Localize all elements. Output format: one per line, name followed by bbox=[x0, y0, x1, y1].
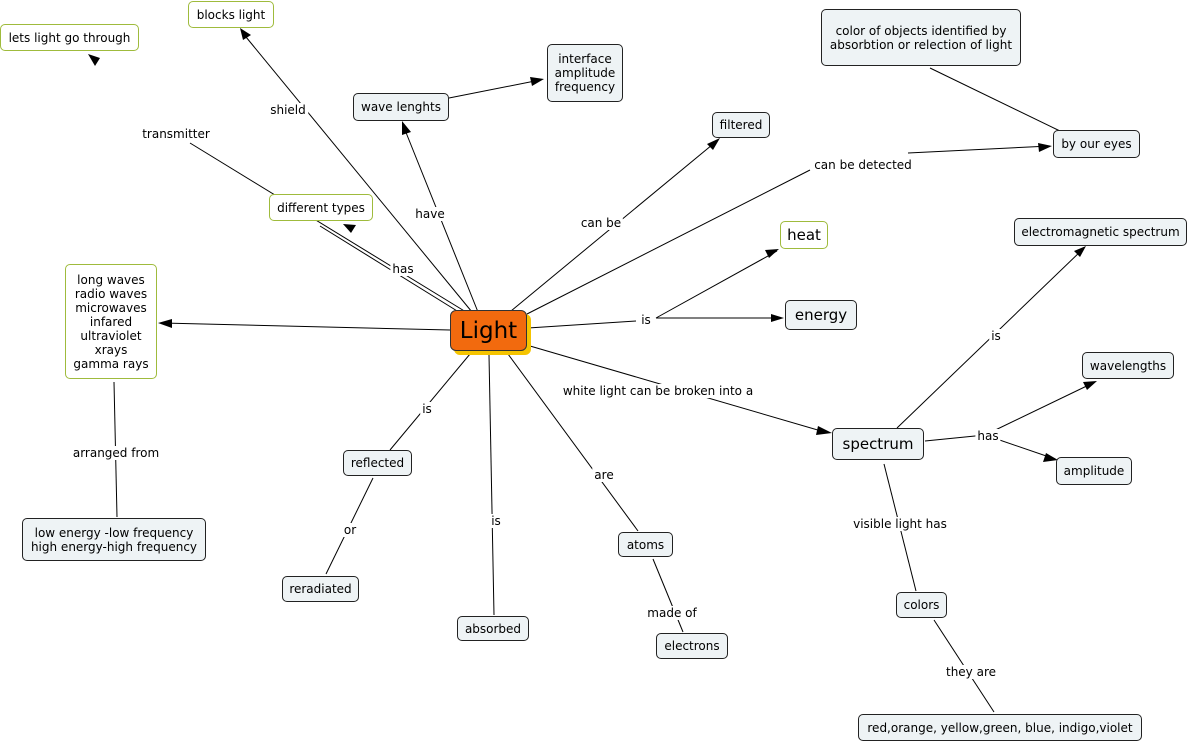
concept-reflected[interactable]: reflected bbox=[343, 450, 412, 476]
concept-rainbow-colors[interactable]: red,orange, yellow,green, blue, indigo,v… bbox=[858, 714, 1142, 741]
connector-line bbox=[527, 320, 637, 329]
link-label-have: have bbox=[413, 207, 447, 221]
arrowhead bbox=[765, 249, 779, 258]
connector-line bbox=[245, 36, 473, 313]
connector-line bbox=[161, 322, 451, 331]
link-label-visible-light-has: visible light has bbox=[851, 517, 949, 531]
connector-line bbox=[404, 129, 479, 313]
connector-line bbox=[655, 250, 778, 319]
arrowhead bbox=[1083, 381, 1097, 390]
link-label-has-spectrum: has bbox=[975, 429, 1001, 443]
concept-different-types[interactable]: different types bbox=[269, 194, 373, 221]
concept-wavelengths[interactable]: wavelengths bbox=[1082, 352, 1174, 379]
arrowhead bbox=[1038, 143, 1052, 152]
concept-energy-frequency[interactable]: low energy -low frequency high energy-hi… bbox=[22, 518, 206, 561]
concept-color-of-objects[interactable]: color of objects identified by absorbtio… bbox=[821, 9, 1021, 66]
link-label-is-reflected: is bbox=[420, 402, 434, 416]
concept-electromagnetic-spectrum[interactable]: electromagnetic spectrum bbox=[1014, 218, 1187, 246]
link-label-has: has bbox=[390, 262, 416, 276]
link-label-can-be-detected: can be detected bbox=[812, 158, 914, 172]
concept-heat[interactable]: heat bbox=[780, 221, 828, 249]
connector-line bbox=[984, 381, 1096, 436]
concept-by-our-eyes[interactable]: by our eyes bbox=[1053, 130, 1140, 158]
connector-line bbox=[189, 142, 467, 313]
arrowhead bbox=[240, 28, 251, 40]
link-label-shield: shield bbox=[268, 103, 308, 117]
link-label-transmitter: transmitter bbox=[140, 127, 212, 141]
concept-wave-lenghts[interactable]: wave lenghts bbox=[353, 93, 449, 121]
link-label-is-absorbed: is bbox=[489, 514, 503, 528]
arrowhead bbox=[158, 319, 172, 328]
concept-atoms[interactable]: atoms bbox=[618, 532, 673, 557]
link-label-they-are: they are bbox=[943, 665, 999, 679]
arrowhead bbox=[402, 121, 411, 135]
connector-line bbox=[924, 434, 986, 442]
arrowhead bbox=[343, 224, 356, 233]
link-label-are: are bbox=[592, 468, 616, 482]
link-label-white-light: white light can be broken into a bbox=[560, 384, 756, 398]
connector-line bbox=[448, 79, 541, 99]
concept-interface-amplitude-frequency[interactable]: interface amplitude frequency bbox=[547, 44, 623, 102]
concept-energy[interactable]: energy bbox=[785, 300, 857, 330]
connector-line bbox=[488, 354, 495, 616]
connector-line bbox=[929, 67, 1061, 132]
concept-reradiated[interactable]: reradiated bbox=[282, 576, 359, 602]
connector-line bbox=[907, 145, 1051, 154]
arrowhead bbox=[88, 54, 100, 66]
concept-absorbed[interactable]: absorbed bbox=[457, 616, 529, 641]
concept-lets-light-go-through[interactable]: lets light go through bbox=[0, 24, 139, 51]
concept-light[interactable]: Light bbox=[450, 310, 527, 351]
concept-filtered[interactable]: filtered bbox=[712, 112, 770, 138]
concept-wave-types-list[interactable]: long waves radio waves microwaves infare… bbox=[65, 264, 157, 379]
arrowhead bbox=[816, 426, 832, 435]
arrowhead bbox=[707, 138, 720, 150]
link-label-made-of: made of bbox=[645, 606, 699, 620]
link-label-or: or bbox=[341, 523, 359, 537]
arrowhead bbox=[1043, 453, 1058, 462]
concept-colors[interactable]: colors bbox=[896, 592, 947, 618]
connector-line bbox=[507, 353, 639, 532]
link-label-is-energy: is bbox=[639, 313, 653, 327]
arrowhead bbox=[771, 314, 784, 322]
link-label-is-em: is bbox=[989, 329, 1003, 343]
link-label-arranged-from: arranged from bbox=[70, 446, 162, 460]
link-label-can-be: can be bbox=[578, 216, 624, 230]
concept-blocks-light[interactable]: blocks light bbox=[188, 1, 274, 28]
concept-amplitude[interactable]: amplitude bbox=[1056, 457, 1132, 485]
arrowhead bbox=[530, 77, 544, 86]
connector-line bbox=[526, 169, 811, 315]
connector-line bbox=[652, 558, 684, 633]
concept-electrons[interactable]: electrons bbox=[656, 633, 728, 659]
concept-spectrum[interactable]: spectrum bbox=[832, 428, 924, 460]
arrowhead bbox=[1074, 246, 1086, 257]
